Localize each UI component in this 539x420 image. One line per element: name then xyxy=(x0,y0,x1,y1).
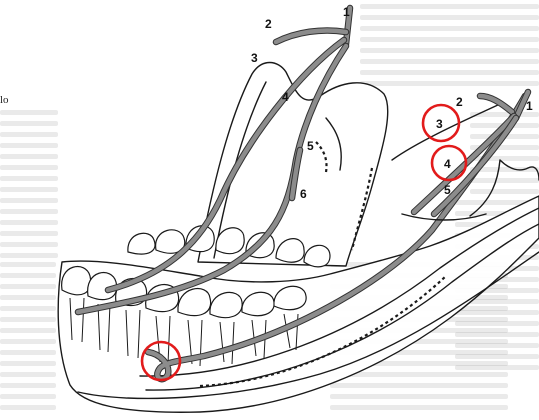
blurred-text-line xyxy=(0,110,58,115)
tooth xyxy=(128,233,155,254)
blurred-text-line xyxy=(0,187,58,192)
blurred-text-line xyxy=(0,262,56,267)
label-1: 1 xyxy=(343,5,350,19)
blurred-text-line xyxy=(470,178,539,183)
blurred-text-line xyxy=(0,383,56,388)
blurred-text-line xyxy=(0,143,58,148)
blurred-text-line xyxy=(360,70,539,75)
blurred-text-line xyxy=(0,295,56,300)
label-4: 4 xyxy=(282,90,289,104)
blurred-text-line xyxy=(0,253,58,258)
blurred-text-line xyxy=(0,372,56,377)
blurred-text-line xyxy=(330,405,508,410)
blurred-text-line xyxy=(0,284,56,289)
blurred-text-line xyxy=(360,59,539,64)
inset-label-1: 1 xyxy=(526,99,533,113)
blurred-text-line xyxy=(360,4,539,9)
blurred-text-line xyxy=(455,365,539,370)
label-3: 3 xyxy=(251,51,258,65)
blurred-text-line xyxy=(455,310,539,315)
blurred-text-line xyxy=(360,26,539,31)
inset-label-4: 4 xyxy=(444,157,451,171)
blurred-text-line xyxy=(0,198,58,203)
blurred-text-line xyxy=(0,350,56,355)
blurred-text-line xyxy=(0,165,58,170)
blurred-text-line xyxy=(360,48,539,53)
label-2: 2 xyxy=(265,17,272,31)
edge-text: lo xyxy=(0,94,9,106)
blurred-text-line xyxy=(0,273,56,278)
inset-label-3: 3 xyxy=(436,117,443,131)
blurred-text-line xyxy=(455,321,539,326)
blurred-text-line xyxy=(0,306,56,311)
blurred-text-line xyxy=(455,354,539,359)
label-5: 5 xyxy=(307,139,314,153)
blurred-text-line xyxy=(0,242,58,247)
inset-label-5: 5 xyxy=(444,183,451,197)
blurred-text-line xyxy=(360,37,539,42)
label-6: 6 xyxy=(300,187,307,201)
blurred-text-line xyxy=(330,383,508,388)
blurred-text-line xyxy=(455,343,539,348)
blurred-text-line xyxy=(360,81,539,86)
blurred-text-line xyxy=(0,176,58,181)
blurred-text-line xyxy=(0,394,56,399)
white-patch xyxy=(509,376,539,420)
blurred-text-line xyxy=(0,132,58,137)
blurred-text-line xyxy=(360,15,539,20)
blurred-text-line xyxy=(0,121,58,126)
blurred-text-line xyxy=(0,317,56,322)
blurred-text-line xyxy=(0,231,58,236)
blurred-text-line xyxy=(470,189,539,194)
blurred-text-line xyxy=(455,332,539,337)
inset-label-2: 2 xyxy=(456,95,463,109)
blurred-text-line xyxy=(0,220,58,225)
blurred-text-line xyxy=(0,361,56,366)
blurred-text-line xyxy=(0,154,58,159)
blurred-text-line xyxy=(0,405,56,410)
blurred-text-line xyxy=(0,339,56,344)
blurred-text-line xyxy=(0,328,56,333)
blurred-text-line xyxy=(330,394,508,399)
blurred-text-line xyxy=(0,209,58,214)
